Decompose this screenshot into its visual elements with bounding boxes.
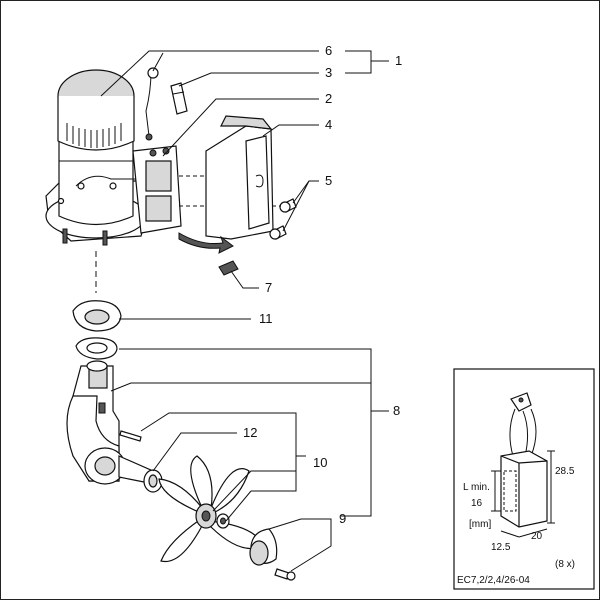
callout-6: 6 — [325, 43, 332, 58]
callout-9: 9 — [339, 511, 346, 526]
fan-part-10 — [158, 455, 264, 563]
cable-part — [145, 67, 159, 141]
callout-5: 5 — [325, 173, 332, 188]
leader-lines — [100, 50, 389, 572]
dim-unit: [mm] — [469, 519, 491, 530]
callout-7: 7 — [265, 280, 272, 295]
gasket-part-11 — [72, 300, 122, 360]
part-7-clip — [218, 260, 239, 276]
brush-inset — [453, 368, 595, 590]
callout-2: 2 — [325, 91, 332, 106]
dim-width1: 12.5 — [491, 542, 511, 553]
inset-ref-code: EC7,2/2,4/26-04 — [457, 575, 530, 586]
callout-12: 12 — [243, 425, 257, 440]
cover-part — [205, 115, 274, 240]
brush-holder-block — [132, 145, 182, 234]
gearbox-part-8 — [66, 360, 154, 485]
callout-3: 3 — [325, 65, 332, 80]
inset-qty: (8 x) — [555, 559, 575, 570]
dim-lmin-value: 16 — [471, 498, 483, 509]
screws-part-5 — [269, 198, 297, 240]
motor-assembly — [45, 69, 152, 246]
callout-11: 11 — [259, 311, 273, 326]
callout-10: 10 — [313, 455, 327, 470]
seal-ring-part-12 — [143, 469, 163, 493]
callout-8: 8 — [393, 403, 400, 418]
pin-part — [119, 430, 142, 442]
clip-part — [170, 82, 188, 115]
callout-4: 4 — [325, 117, 332, 132]
dim-lmin-label: L min. — [463, 482, 490, 493]
dim-height: 28.5 — [555, 466, 575, 477]
cap-part-9 — [249, 528, 296, 581]
direction-arrow — [178, 232, 234, 254]
callout-1: 1 — [395, 53, 402, 68]
dim-width2: 20 — [531, 531, 543, 542]
